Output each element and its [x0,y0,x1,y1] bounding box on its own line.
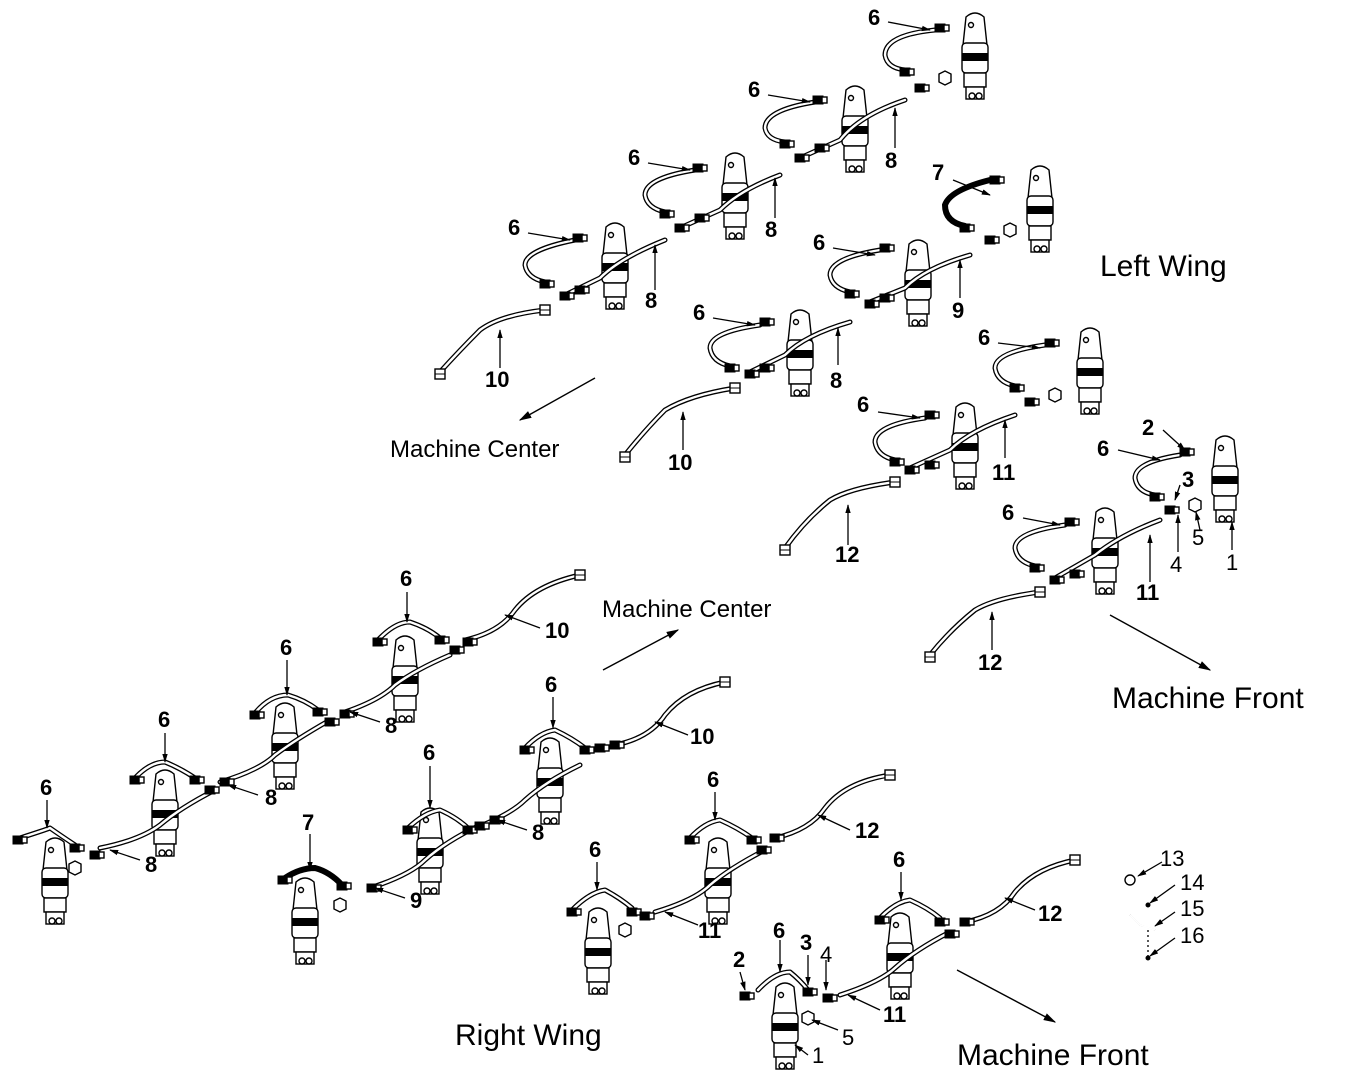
callout: 1 [1226,550,1238,575]
callout: 5 [842,1025,854,1050]
callout: 15 [1180,896,1204,921]
callout: 6 [693,300,705,325]
callout: 7 [302,810,314,835]
cylinder [1091,507,1119,595]
machine-front-arrow-upper [1109,614,1212,671]
machine-center-lower-label: Machine Center [602,596,771,623]
callout: 11 [698,918,721,943]
callout: 10 [485,367,509,392]
callout: 9 [952,298,964,323]
callout: 3 [1182,467,1194,492]
callout: 6 [1002,500,1014,525]
machine-front-arrow-lower [956,969,1057,1023]
cylinder [841,85,869,173]
callout: 8 [765,217,777,242]
callout: 7 [932,160,944,185]
callout: 6 [978,325,990,350]
callout: 6 [423,740,435,765]
callout: 8 [830,368,842,393]
callout: 6 [158,707,170,732]
machine-front-lower-label: Machine Front [957,1039,1149,1072]
callout: 16 [1180,923,1204,948]
hardware-kit [1124,874,1156,961]
cylinder [291,877,319,965]
callout: 4 [1170,552,1182,577]
callout: 12 [978,650,1002,675]
callout: 6 [773,918,785,943]
cylinder [1076,327,1104,415]
cylinder [584,907,612,995]
machine-front-upper-label: Machine Front [1112,682,1304,715]
callout: 8 [885,148,897,173]
callout: 6 [40,775,52,800]
callout: 2 [1142,415,1154,440]
callout: 6 [1097,436,1109,461]
callout: 14 [1180,870,1204,895]
callout: 6 [628,145,640,170]
callout: 13 [1160,846,1184,871]
right-wing-assembly [12,569,1156,1070]
callout: 11 [992,460,1015,485]
cylinder [1211,435,1239,523]
callout: 6 [400,566,412,591]
cylinder [41,837,69,925]
callout: 8 [265,785,277,810]
callout: 9 [410,888,422,913]
callout: 6 [748,77,760,102]
callout: 8 [145,852,157,877]
callout: 6 [893,847,905,872]
leader-lines [44,21,1235,1056]
callout: 6 [857,392,869,417]
callout: 3 [800,930,812,955]
callout: 6 [545,672,557,697]
callout: 8 [645,288,657,313]
cylinder [786,309,814,397]
left-wing-label: Left Wing [1100,250,1227,283]
callout: 12 [835,542,859,567]
callout: 6 [813,230,825,255]
callout: 10 [690,724,714,749]
machine-center-arrow-upper [518,377,596,421]
callout: 5 [1192,525,1204,550]
callout: 8 [385,713,397,738]
callout: 1 [812,1043,824,1068]
callout: 10 [668,450,692,475]
callout: 6 [707,767,719,792]
callout: 10 [545,618,569,643]
callout: 11 [1136,580,1159,605]
callout: 6 [280,635,292,660]
callout: 8 [532,820,544,845]
callout: 6 [589,837,601,862]
callout: 6 [868,5,880,30]
cylinder [1026,165,1054,253]
cylinder [961,12,989,100]
cylinder [771,982,799,1070]
callout: 6 [508,215,520,240]
callout: 11 [883,1002,906,1027]
callout: 4 [820,942,832,967]
callout: 12 [855,818,879,843]
callout: 12 [1038,901,1062,926]
machine-center-arrow-lower [602,629,680,671]
left-wing-assembly [434,12,1239,663]
machine-center-upper-label: Machine Center [390,436,559,463]
callout: 2 [733,947,745,972]
right-wing-label: Right Wing [455,1019,602,1052]
callout-numbers: 6 6 8 6 7 8 6 6 8 9 6 6 8 10 6 2 6 10 11… [40,5,1238,1068]
